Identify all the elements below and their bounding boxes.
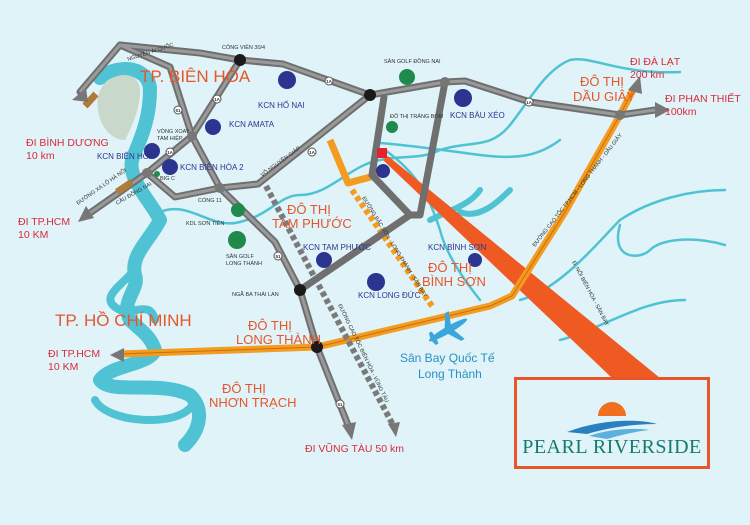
direction-label: 10 KM [18,229,48,241]
city-label: ĐÔ THỊ [287,202,331,217]
lake [97,75,141,140]
pearl-riverside-logo: PEARL RIVERSIDE [514,377,710,469]
orange-road [326,138,379,187]
airport-label: Long Thành [418,367,482,381]
direction-label: ĐI BÌNH DƯƠNG [26,136,109,149]
kcn-label: KCN BÌNH SƠN [428,243,487,252]
junction [615,110,625,120]
callout-pointer [383,156,660,378]
city-label: ĐÔ THỊ [222,381,266,396]
green-markers [154,69,415,249]
direction-label: ĐI VŨNG TÀU 50 km [305,442,404,455]
project-location-marker [377,148,387,158]
arrow-icon [72,88,88,102]
direction-label: 10 KM [48,361,78,373]
kcn-label: KCN HỐ NAI [258,100,305,110]
svg-text:51: 51 [175,108,181,113]
arrow-icon [388,422,400,437]
industrial-zone-markers [144,71,482,291]
kcn-label: KCN TAM PHƯỚC [303,243,371,252]
kcn-label: KCN LONG ĐỨC [358,291,421,300]
svg-text:1A: 1A [167,150,174,155]
arrow-icon [78,206,94,222]
arrow-icon [628,76,642,94]
city-label: LONG THÀNH [236,332,321,347]
city-label: TP. BIÊN HÒA [140,67,251,86]
place-label: LONG THÀNH [226,260,262,267]
junction-nga-ba-thai-lan [294,284,306,296]
rivers [91,57,727,452]
roundabout [187,131,197,141]
brand-name: PEARL RIVERSIDE [522,436,702,458]
junction-cong-vien [234,54,246,66]
city-label: DẦU GIÂY [573,89,635,104]
svg-text:51: 51 [275,254,281,259]
place-label: KDL SƠN TIÊN [186,219,224,227]
direction-label: ĐI ĐÀ LẠT [630,55,681,68]
place-label: SÂN GOLF ĐỒNG NAI [384,58,441,65]
svg-text:1A: 1A [214,97,221,102]
bridge [115,179,134,195]
svg-text:51: 51 [337,402,343,407]
bridge [82,91,99,109]
city-label: BÌNH SƠN [422,274,486,289]
city-label: TP. HỒ CHÍ MINH [55,311,192,330]
place-label: NGÃ BA THÁI LAN [232,291,279,298]
direction-label: 10 km [26,150,55,162]
junction [215,183,225,193]
place-label: ĐƯỜNG CAO TỐC BIÊN HÒA - VŨNG TÀU [336,302,391,403]
svg-text:1A: 1A [526,100,533,105]
arrow-icon [655,102,670,118]
svg-text:1A: 1A [309,150,316,155]
place-label: TAM HIỆP [157,134,183,142]
arrow-icon [110,348,124,362]
place-label: SÂN GOLF [226,253,254,260]
junction [142,168,152,178]
route-shields: 1A 51 1A 1A 1A 1A 51 51 [165,76,534,409]
direction-label: ĐI PHAN THIẾT [665,92,741,105]
city-label: NHƠN TRẠCH [209,395,296,410]
kcn-label: KCN BIÊN HÒA 2 [180,163,244,172]
city-label: ĐÔ THỊ [580,74,624,89]
arrow-icon [342,422,356,440]
kcn-label: KCN BÀU XÉO [450,111,505,120]
sun-wave-icon [567,402,657,439]
direction-label: 100km [665,106,697,118]
direction-label: 200 km [630,69,665,81]
junction [440,77,450,87]
city-label: ĐÔ THỊ [428,260,472,275]
airplane-icon [428,311,468,346]
place-label: VÒNG XOAY [157,128,190,135]
place-label: VÕ NGUYÊN GIÁP [258,144,302,179]
place-label: CỔNG 11 [198,197,222,204]
kcn-label: KCN AMATA [229,120,275,129]
city-label: ĐÔ THỊ [248,318,292,333]
kcn-label: KCN BIÊN HÒA [97,152,155,161]
junction [364,89,376,101]
place-label: CÔNG VIÊN 30/4 [222,43,265,51]
city-label: TAM PHƯỚC [272,216,352,231]
place-label: BIG C [160,176,175,182]
direction-label: ĐI TP.HCM [18,216,70,228]
place-label: ĐÔ THỊ TRẢNG BOM [390,113,444,120]
airport-label: Sân Bay Quốc Tế [400,351,495,365]
junction-long-thanh [311,341,323,353]
svg-text:1A: 1A [326,79,333,84]
direction-label: ĐI TP.HCM [48,348,100,360]
expressway-bien-hoa-vung-tau [263,184,396,427]
